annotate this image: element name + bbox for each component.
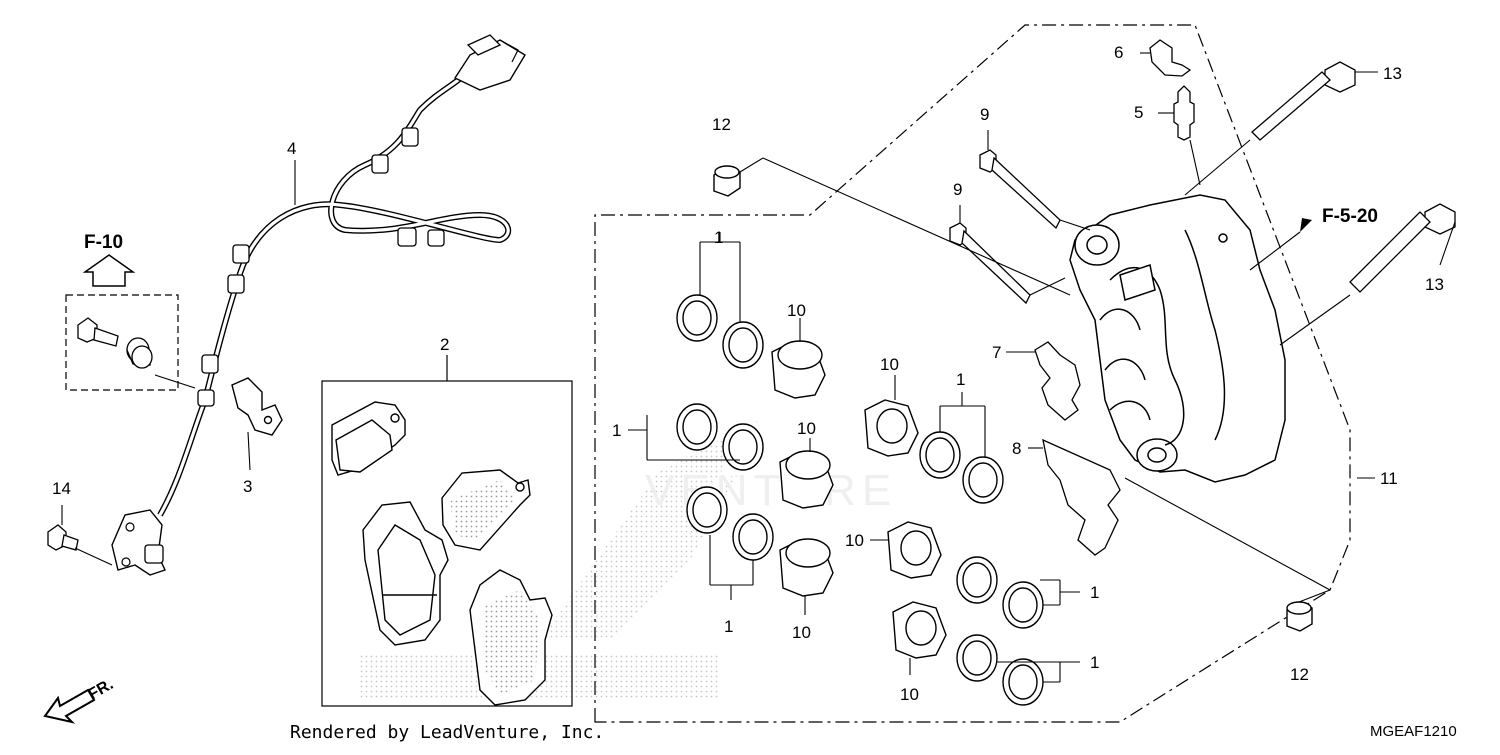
- callout-12a: 12: [712, 115, 731, 134]
- bolt-14: [47, 524, 79, 551]
- callout-1f: 1: [1090, 653, 1099, 672]
- part-code: MGEAF1210: [1370, 723, 1457, 740]
- sensor-bracket: [231, 377, 283, 436]
- callout-5: 5: [1134, 103, 1143, 122]
- callout-9b: 9: [953, 180, 962, 199]
- piston-seals: [676, 294, 1044, 706]
- callout-13a: 13: [1383, 64, 1402, 83]
- callout-9a: 9: [980, 105, 989, 124]
- callout-1c: 1: [724, 617, 733, 636]
- arrow-head-icon: [1300, 218, 1312, 232]
- callout-1e: 1: [1090, 583, 1099, 602]
- ref-f5-20: F-5-20: [1322, 206, 1378, 227]
- pistons: [771, 340, 947, 659]
- callout-6: 6: [1114, 43, 1123, 62]
- callout-3: 3: [243, 477, 252, 496]
- callout-4: 4: [287, 139, 296, 158]
- callout-10a: 10: [787, 301, 806, 320]
- pad-spring: [1034, 341, 1081, 421]
- callout-10e: 10: [792, 623, 811, 642]
- callout-14: 14: [52, 479, 71, 498]
- f10-box: [65, 294, 179, 391]
- callout-7: 7: [992, 343, 1001, 362]
- leader-lines: [61, 52, 1456, 683]
- f10-parts: [77, 317, 153, 369]
- callout-13b: 13: [1425, 275, 1444, 294]
- retainer-plate: [1042, 438, 1121, 556]
- callout-10d: 10: [845, 531, 864, 550]
- bleeder-valve: [1149, 39, 1195, 141]
- pad-pins: [949, 149, 1061, 305]
- caliper-assembly-boundary: [594, 24, 1351, 723]
- callout-1b: 1: [612, 421, 621, 440]
- callout-labels: 1 1 1 1 1 1 2 3 4 5 6 7 8 9 9 10 10 10 1…: [52, 43, 1444, 704]
- callout-12b: 12: [1290, 665, 1309, 684]
- callout-10b: 10: [880, 355, 899, 374]
- credit-text: Rendered by LeadVenture, Inc.: [290, 722, 604, 743]
- callout-2: 2: [440, 335, 449, 354]
- collars: [713, 165, 1313, 632]
- callout-8: 8: [1012, 439, 1021, 458]
- front-direction-arrow: FR.: [43, 676, 116, 724]
- caliper-body: [1069, 194, 1286, 483]
- watermark-text: VENTURE: [645, 466, 897, 515]
- speed-sensor-harness: [111, 34, 526, 576]
- up-arrow-icon: [82, 254, 136, 287]
- mounting-bolts: [1251, 61, 1456, 293]
- ref-f10: F-10: [84, 232, 123, 253]
- callout-11: 11: [1380, 469, 1398, 488]
- brake-pad-set: [331, 401, 553, 706]
- callout-10f: 10: [900, 685, 919, 704]
- callout-10c: 10: [797, 419, 816, 438]
- callout-1d: 1: [956, 370, 965, 389]
- callout-1a: 1: [714, 228, 723, 247]
